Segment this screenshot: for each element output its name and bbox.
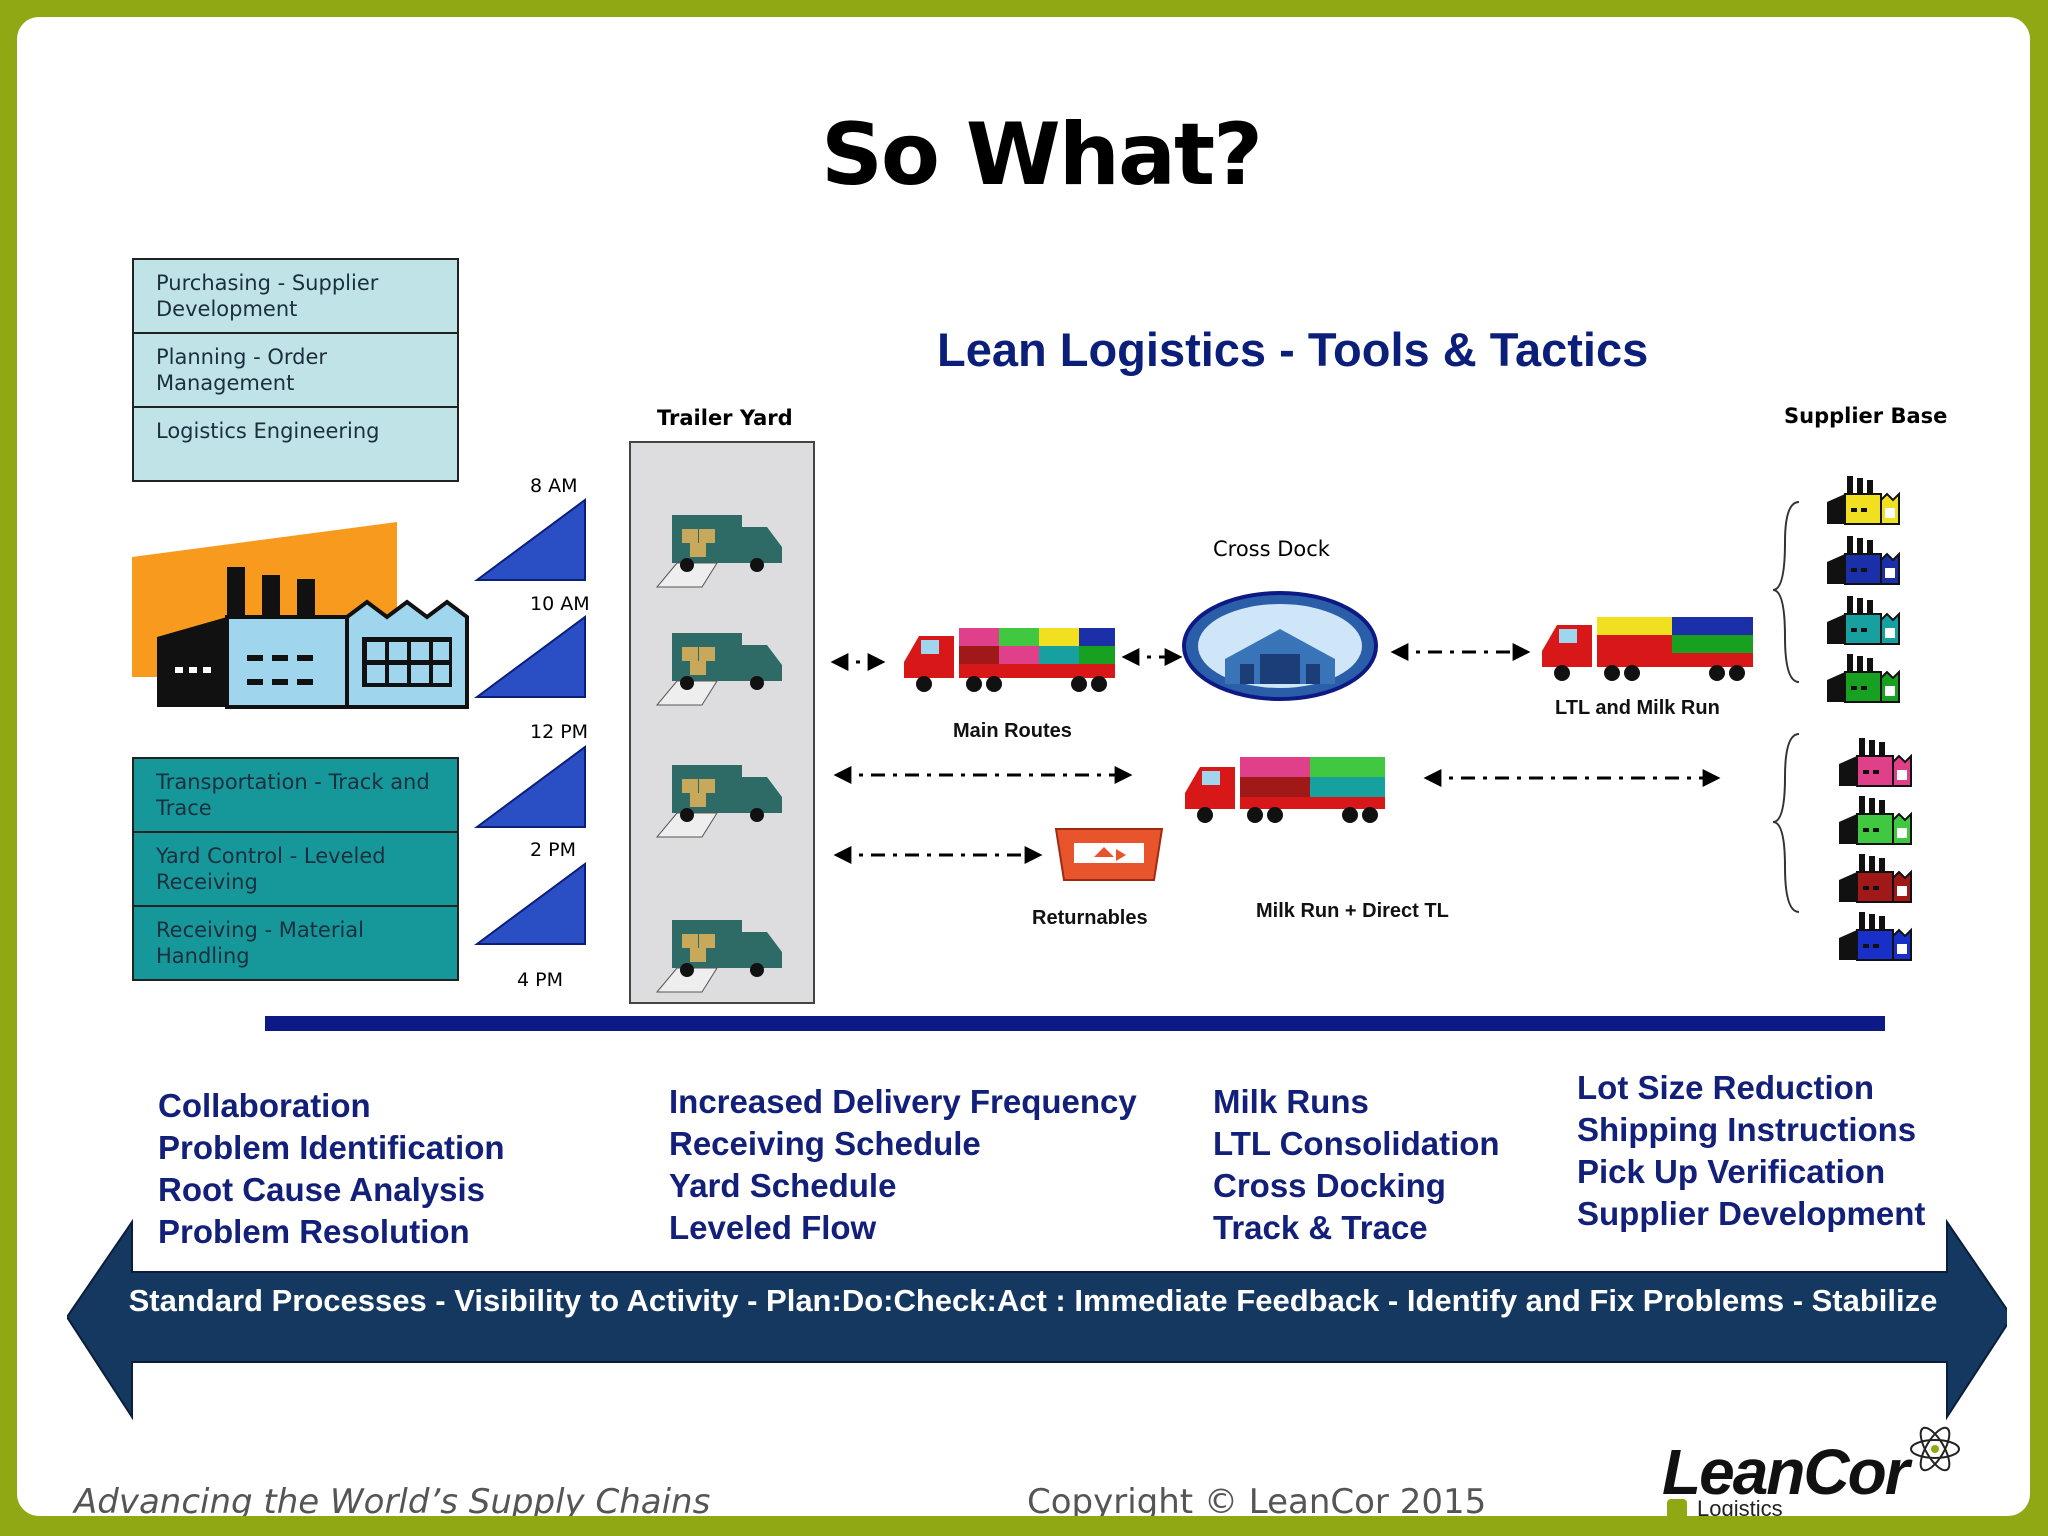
tactic-item: Shipping Instructions [1577,1111,1917,1148]
diagram-title: Lean Logistics - Tools & Tactics [937,323,1649,376]
trailer-yard-label: Trailer Yard [657,406,793,430]
truck-icon [655,920,782,993]
tactic-item: Cross Docking [1213,1167,1446,1204]
tactic-item: Leveled Flow [669,1209,877,1246]
supplier-factory-icon [1827,596,1900,645]
main-routes-truck-icon [904,628,1115,692]
double-arrow-banner [67,1218,2007,1421]
page-title: So What? [820,105,1263,205]
box-receiving: Receiving - Material Handling [132,905,459,981]
tactics-column-1: Collaboration Problem Identification Roo… [158,1085,505,1253]
logo-subtitle: Logistics [1697,1496,1783,1516]
truck-icon [655,515,782,588]
tactic-item: Supplier Development [1577,1195,1926,1232]
main-routes-label: Main Routes [953,720,1072,742]
time-label: 4 PM [517,969,563,991]
leancor-logo: LeanCor [1662,1436,1910,1508]
tactic-item: Yard Schedule [669,1167,897,1204]
supplier-factory-icon [1839,738,1912,787]
time-triangle [473,615,586,698]
tactic-item: Pick Up Verification [1577,1153,1886,1190]
time-triangles [473,498,586,945]
yard-trucks [655,515,782,993]
copyright: Copyright © LeanCor 2015 [1027,1482,1487,1516]
tactic-item: Receiving Schedule [669,1125,981,1162]
tactics-column-4: Lot Size Reduction Shipping Instructions… [1577,1067,1925,1235]
supplier-factory-icon [1839,796,1912,845]
supplier-factory-icon [1839,912,1912,961]
tactic-item: Lot Size Reduction [1577,1069,1874,1106]
returnables-label: Returnables [1032,907,1148,929]
tactic-item: Problem Identification [158,1129,505,1166]
banner-text: Standard Processes - Visibility to Activ… [128,1283,1938,1318]
tactic-item: Milk Runs [1213,1083,1369,1120]
tactic-item: Collaboration [158,1087,371,1124]
tactic-item: LTL Consolidation [1213,1125,1500,1162]
time-triangle [473,862,586,945]
box-planning: Planning - Order Management [132,332,459,408]
tactics-column-2: Increased Delivery Frequency Receiving S… [669,1081,1137,1249]
supplier-factory-icon [1827,476,1900,525]
time-triangle [473,745,586,828]
ltl-truck-icon [1542,617,1753,681]
tactic-item: Problem Resolution [158,1213,470,1250]
slide: So What? Lean Logistics - Tools & Tactic… [17,17,2030,1516]
time-label: 12 PM [530,721,589,743]
box-transportation: Transportation - Track and Trace [132,757,459,833]
logo-leaf-icon [1667,1499,1687,1516]
milk-run-direct-label: Milk Run + Direct TL [1256,900,1449,922]
time-label: 10 AM [530,593,590,615]
box-logistics-engineering: Logistics Engineering [132,406,459,482]
supplier-factory-icon [1827,536,1900,585]
supplier-factories [1827,476,1912,961]
truck-icon [655,765,782,838]
supplier-base-label: Supplier Base [1784,404,1948,428]
tactics-column-3: Milk Runs LTL Consolidation Cross Dockin… [1213,1081,1500,1249]
supplier-factory-icon [1839,854,1912,903]
factory-icon [132,522,469,709]
milk-run-truck-icon [1185,757,1385,823]
logo-atom-icon [1910,1426,1960,1472]
tactic-item: Increased Delivery Frequency [669,1083,1137,1120]
box-purchasing: Purchasing - Supplier Development [132,258,459,334]
divider-bar [265,1016,1885,1031]
time-label: 8 AM [530,475,578,497]
box-yard-control: Yard Control - Leveled Receiving [132,831,459,907]
truck-icon [655,633,782,706]
time-label: 2 PM [530,839,576,861]
cross-dock-label: Cross Dock [1213,537,1330,561]
cross-dock-icon [1182,591,1378,701]
flow-diagram [830,643,1721,864]
tactic-item: Root Cause Analysis [158,1171,486,1208]
supplier-base [1772,501,1800,913]
tactic-item: Track & Trace [1213,1209,1428,1246]
tagline: Advancing the World’s Supply Chains [74,1482,711,1516]
supplier-factory-icon [1827,654,1900,703]
returnables-icon [1054,828,1164,881]
time-triangle [473,498,586,581]
ltl-milk-run-label: LTL and Milk Run [1555,697,1720,719]
